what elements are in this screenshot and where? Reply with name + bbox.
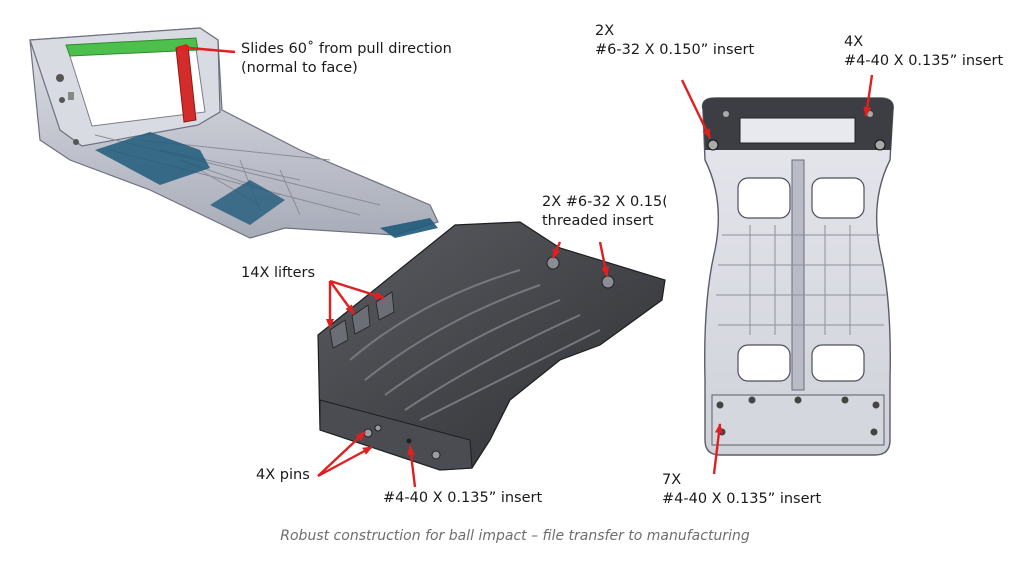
center-part-view — [317, 221, 666, 471]
arrow-threaded-2 — [598, 241, 610, 277]
callout-pins: 4X pins — [256, 467, 310, 483]
arrow-440-right — [712, 423, 723, 475]
callout-threaded-insert: 2X #6-32 X 0.15( threaded insert — [542, 194, 666, 229]
callout-440-top: 4X #4-40 X 0.135” insert — [844, 34, 1004, 69]
arrow-440-top — [863, 74, 874, 117]
callout-slides: Slides 60˚ from pull direction (normal t… — [241, 41, 452, 76]
callout-632-top: 2X #6-32 X 0.150” insert — [595, 23, 755, 58]
arrow-pins-1 — [317, 431, 366, 477]
callout-arrows — [177, 43, 874, 488]
figure-caption: Robust construction for ball impact – fi… — [280, 528, 750, 544]
arrow-lifter-2 — [329, 280, 355, 315]
arrow-632-top — [680, 79, 712, 139]
top-left-part-view — [29, 27, 439, 239]
arrow-lifter-3 — [329, 279, 385, 300]
callout-440-center: #4-40 X 0.135” insert — [383, 490, 543, 506]
right-part-view — [701, 97, 894, 456]
callout-lifters: 14X lifters — [241, 265, 316, 281]
arrow-440-center — [407, 445, 417, 488]
arrow-slides — [177, 43, 236, 54]
arrow-pins-2 — [317, 445, 373, 478]
callout-440-right: 7X #4-40 X 0.135” insert — [662, 472, 822, 507]
arrow-threaded-1 — [551, 241, 562, 259]
